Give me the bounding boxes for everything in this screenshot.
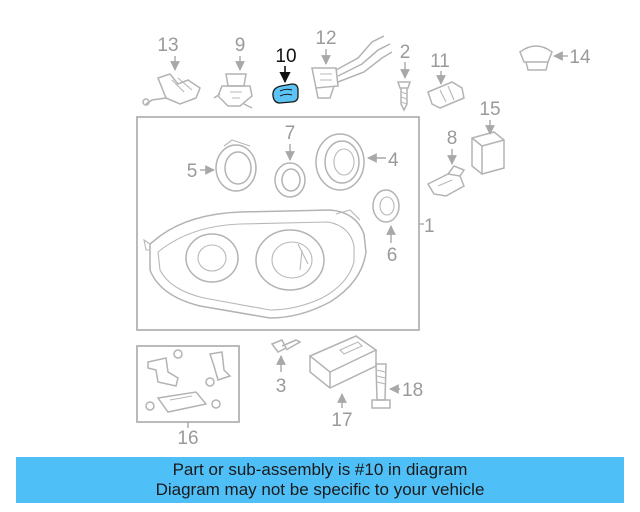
callout-15: 15 <box>479 99 500 120</box>
headlamp-assembly[interactable] <box>143 209 367 319</box>
part-10-bulb-highlighted[interactable] <box>272 83 299 104</box>
banner-line-1: Part or sub-assembly is #10 in diagram <box>172 460 468 479</box>
callout-4: 4 <box>388 150 399 171</box>
info-banner: Part or sub-assembly is #10 in diagram D… <box>16 457 624 503</box>
callout-14: 14 <box>569 47 591 68</box>
part-4-cap[interactable] <box>315 133 365 191</box>
callout-3: 3 <box>276 376 287 397</box>
callout-10: 10 <box>275 46 296 67</box>
part-11-bulb[interactable] <box>427 81 465 109</box>
part-6-cap[interactable] <box>372 189 400 223</box>
part-5-ring[interactable] <box>215 139 257 192</box>
callout-16: 16 <box>177 428 198 449</box>
part-14-cap[interactable] <box>519 45 553 71</box>
part-2-screw[interactable] <box>396 81 412 112</box>
part-16-bracket-kit[interactable] <box>145 349 232 413</box>
part-3-screw[interactable] <box>270 339 302 353</box>
part-18-bolt[interactable] <box>371 363 391 409</box>
callout-1: 1 <box>424 216 435 237</box>
callout-7: 7 <box>285 123 296 144</box>
part-13-bulb[interactable] <box>142 73 201 106</box>
callout-13: 13 <box>157 35 178 56</box>
callout-18: 18 <box>402 380 423 401</box>
part-9-bulb[interactable] <box>213 73 253 109</box>
part-17-control-unit[interactable] <box>308 335 378 389</box>
callout-6: 6 <box>387 245 398 266</box>
callout-5: 5 <box>187 161 198 182</box>
callout-17: 17 <box>331 410 352 431</box>
part-12-socket-harness[interactable] <box>311 35 393 99</box>
bracket-kit-frame <box>136 345 240 423</box>
callout-8: 8 <box>447 128 458 149</box>
callout-11: 11 <box>430 51 450 72</box>
callout-2: 2 <box>400 42 411 63</box>
part-7-ring[interactable] <box>274 162 306 198</box>
parts-diagram: 13 9 10 12 2 11 <box>136 28 591 449</box>
part-8-bulb[interactable] <box>426 165 466 197</box>
banner-line-2: Diagram may not be specific to your vehi… <box>155 480 485 499</box>
part-15-module[interactable] <box>471 131 505 175</box>
callout-9: 9 <box>235 35 246 56</box>
callout-12: 12 <box>315 28 336 49</box>
